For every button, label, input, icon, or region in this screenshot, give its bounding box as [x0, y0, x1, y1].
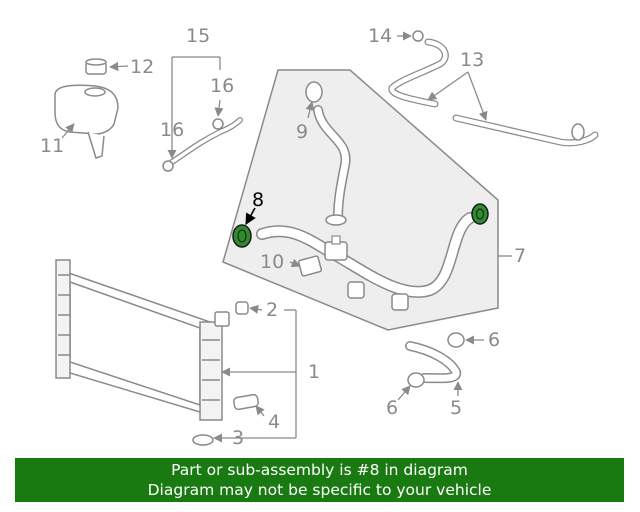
callout-10: 10 [260, 251, 284, 273]
leader-line-part-8 [245, 207, 256, 225]
callout-13: 13 [460, 49, 484, 71]
lower-hose-part-5 [405, 332, 465, 388]
callout-4: 4 [268, 411, 280, 433]
hose-part-15 [162, 117, 243, 172]
upper-hose-part-9 [305, 81, 351, 226]
callout-2: 2 [266, 299, 278, 321]
clamp-part-8-left [232, 224, 252, 248]
banner-line-1: Part or sub-assembly is #8 in diagram [171, 461, 468, 479]
callout-7: 7 [514, 245, 526, 267]
callout-12: 12 [130, 56, 154, 78]
radiator-part-1 [55, 259, 230, 421]
callout-9: 9 [296, 121, 308, 143]
callout-16-right: 16 [210, 75, 234, 97]
callout-15: 15 [186, 25, 210, 47]
leader-lines [61, 31, 512, 443]
clamp-part-8-right [471, 203, 489, 225]
callout-1: 1 [308, 361, 320, 383]
callout-14: 14 [368, 25, 392, 47]
callout-6-left: 6 [386, 397, 398, 419]
part-4 [233, 393, 259, 411]
callout-6-right: 6 [488, 329, 500, 351]
reservoir-part-11 [54, 84, 119, 159]
clip-part-10 [297, 255, 323, 277]
callout-16-left: 16 [160, 119, 184, 141]
banner-line-2: Diagram may not be specific to your vehi… [147, 481, 492, 499]
parts-diagram: 1 2 3 4 5 6 6 7 8 9 10 11 12 13 14 15 16… [40, 25, 599, 449]
callout-3: 3 [232, 427, 244, 449]
callout-8: 8 [252, 189, 264, 211]
overflow-hose-part-13 [388, 38, 599, 147]
callout-5: 5 [450, 397, 462, 419]
cap-part-12 [85, 58, 107, 75]
heater-hose-assembly [256, 212, 476, 311]
part-2 [235, 301, 249, 315]
callout-11: 11 [40, 135, 64, 157]
clamp-part-14 [412, 30, 424, 42]
part-3 [192, 434, 214, 446]
info-banner: Part or sub-assembly is #8 in diagram Di… [15, 458, 624, 502]
